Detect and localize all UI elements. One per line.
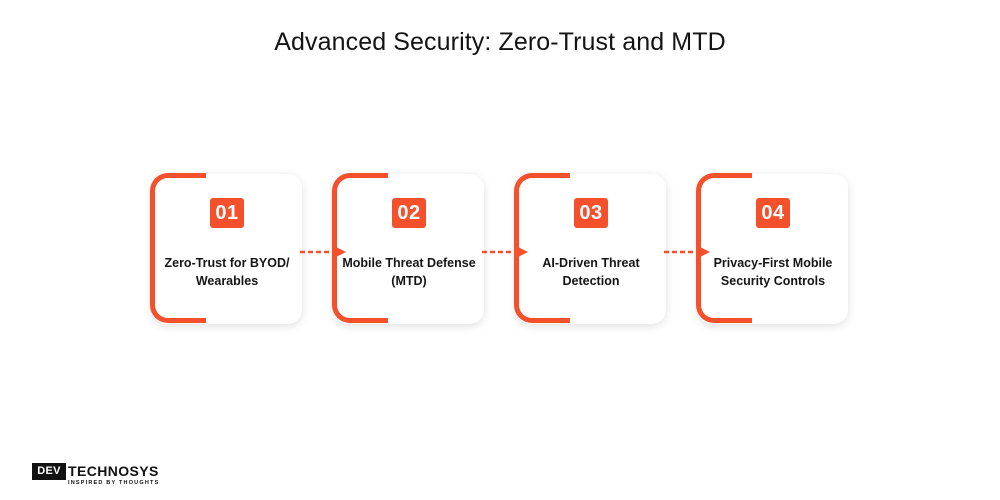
dashed-arrow-icon (300, 246, 346, 258)
step-card-4: 04 Privacy-First Mobile Security Control… (696, 173, 850, 326)
step-number-badge: 01 (210, 198, 244, 228)
step-card-1: 01 Zero-Trust for BYOD/ Wearables (150, 173, 304, 326)
brand-logo: DEV TECHNOSYS INSPIRED BY THOUGHTS (32, 463, 162, 491)
step-label: Zero-Trust for BYOD/ Wearables (164, 256, 290, 288)
dashed-arrow-icon (664, 246, 710, 258)
step-number-badge: 04 (756, 198, 790, 228)
accent-bracket (150, 173, 206, 323)
logo-mark: DEV (32, 463, 66, 480)
logo-wordmark: TECHNOSYS (68, 463, 159, 479)
diagram-title: Advanced Security: Zero-Trust and MTD (274, 28, 726, 56)
step-number-badge: 03 (574, 198, 608, 228)
step-label: Mobile Threat Defense (MTD) (342, 256, 476, 288)
dashed-arrow-icon (482, 246, 528, 258)
step-label: Privacy-First Mobile Security Controls (713, 256, 833, 288)
step-card-3: 03 AI-Driven Threat Detection (514, 173, 668, 326)
step-card-2: 02 Mobile Threat Defense (MTD) (332, 173, 486, 326)
step-number-badge: 02 (392, 198, 426, 228)
logo-tagline: INSPIRED BY THOUGHTS (68, 480, 160, 486)
step-label: AI-Driven Threat Detection (542, 256, 640, 288)
